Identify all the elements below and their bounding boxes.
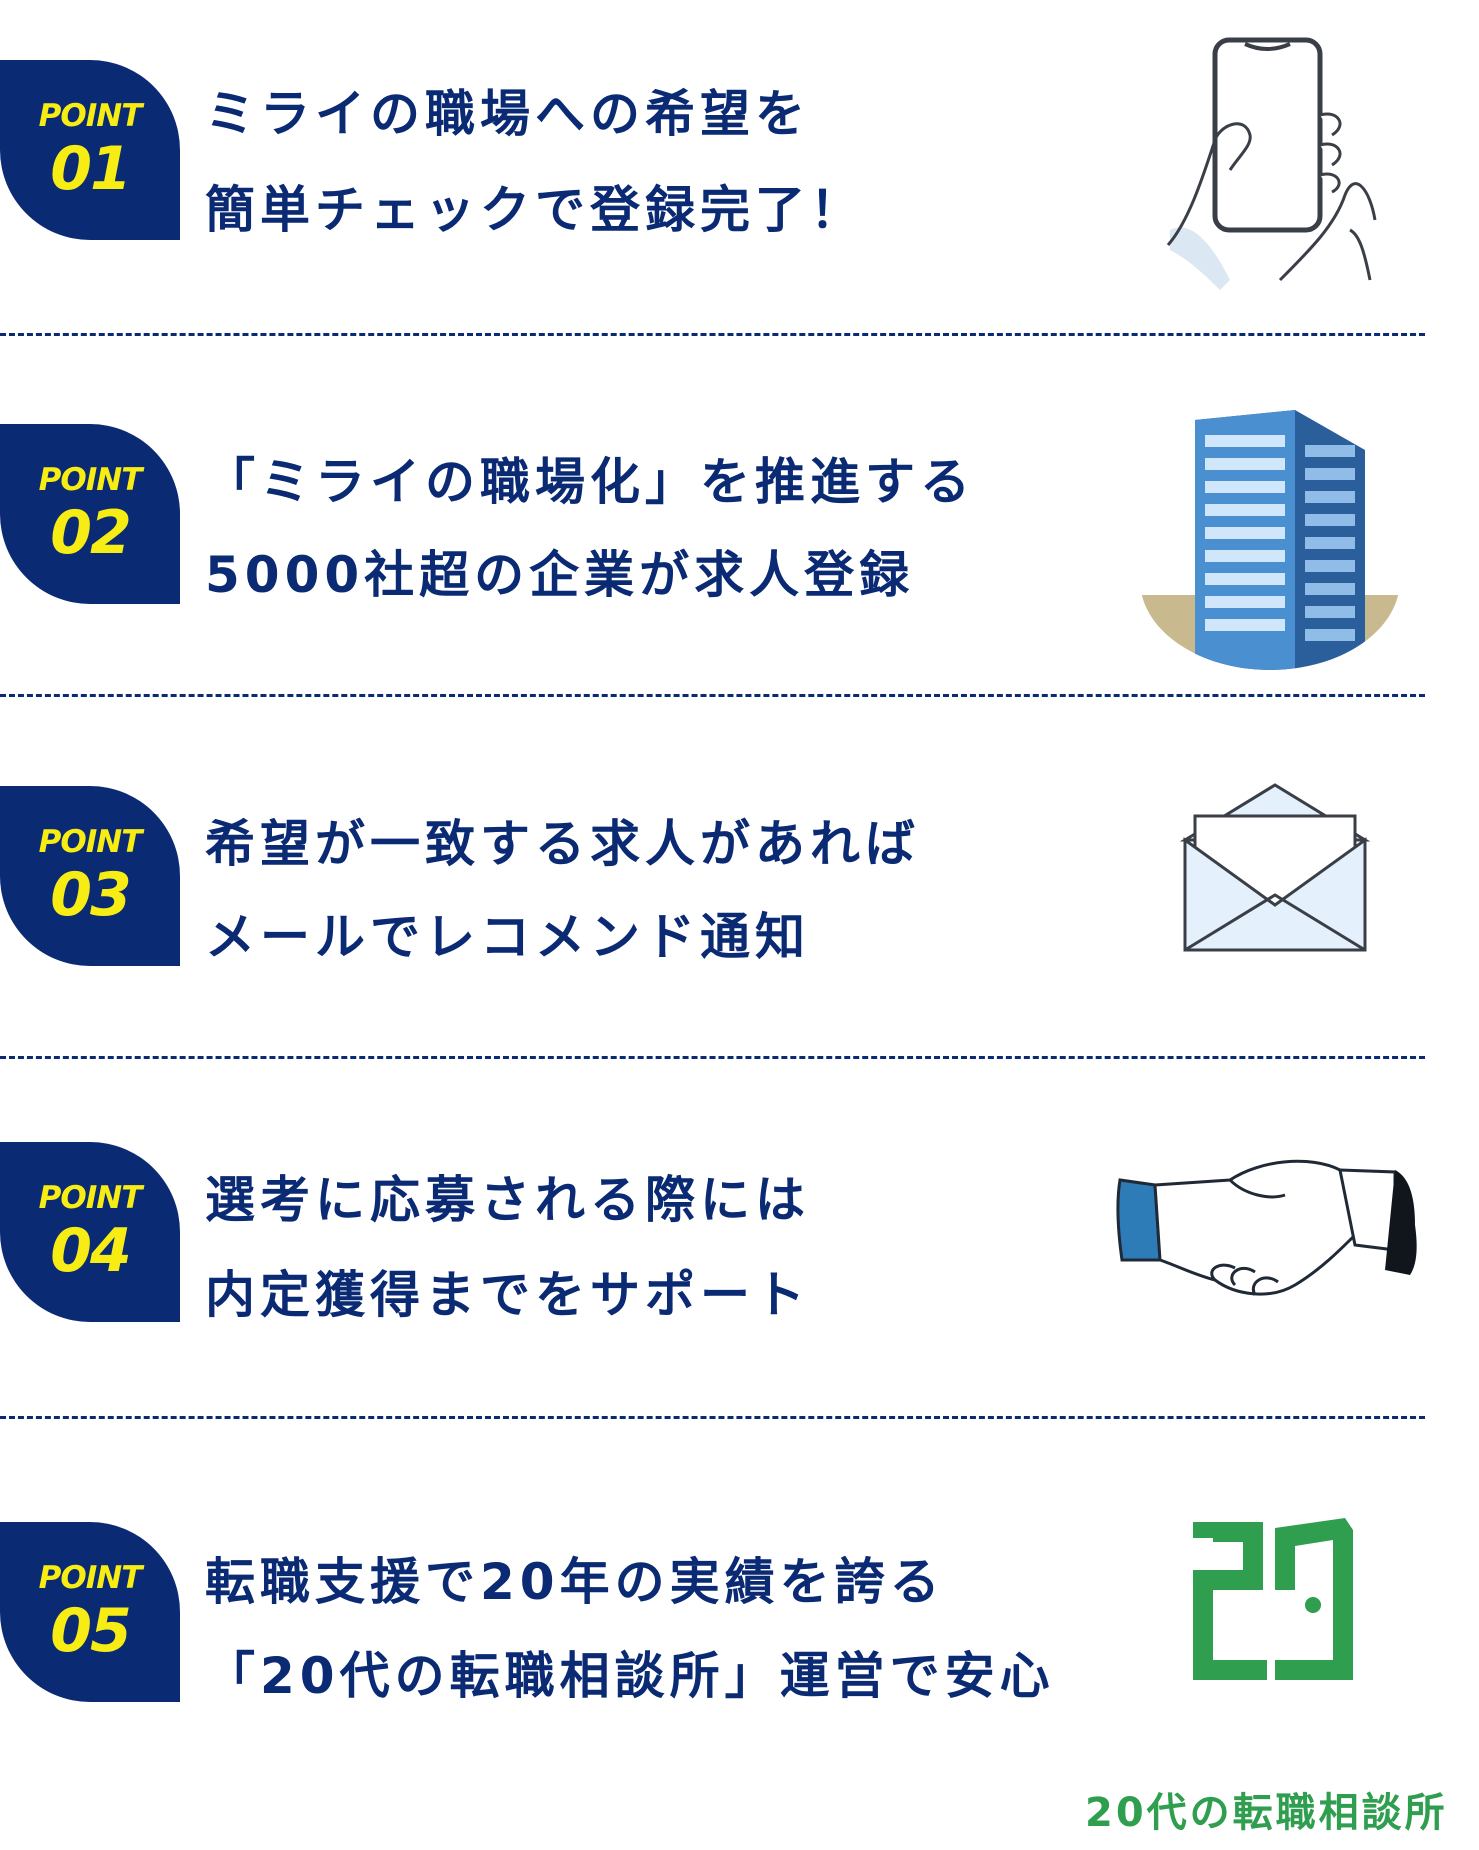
point-badge: POINT 04 — [0, 1142, 180, 1322]
point-section-05: POINT 05 転職支援で20年の実績を誇る 「20代の転職相談所」運営で安心 — [0, 1490, 1479, 1850]
point-badge-label: POINT — [38, 1560, 143, 1596]
point-section-01: POINT 01 ミライの職場への希望を 簡単チェックで登録完了！ — [0, 37, 1479, 410]
point-text-line1: 選考に応募される際には — [205, 1171, 810, 1229]
point-badge: POINT 05 — [0, 1522, 180, 1702]
point-badge: POINT 01 — [0, 60, 180, 240]
section-divider — [0, 333, 1425, 336]
point-badge: POINT 03 — [0, 786, 180, 966]
section-divider — [0, 1056, 1425, 1059]
point-text-line2: 5000社超の企業が求人登録 — [205, 546, 915, 604]
point-text-line2: 「20代の転職相談所」運営で安心 — [205, 1647, 1055, 1705]
point-badge-label: POINT — [38, 824, 143, 860]
smartphone-hand-icon — [1166, 37, 1377, 290]
20-logo-icon — [1193, 1518, 1353, 1680]
section-divider — [0, 1416, 1425, 1419]
point-text-line2: 内定獲得までをサポート — [205, 1266, 810, 1324]
point-badge-label: POINT — [38, 98, 143, 134]
point-number: 01 — [50, 134, 132, 204]
point-text-line2: メールでレコメンド通知 — [205, 908, 810, 966]
point-text-line1: 転職支援で20年の実績を誇る — [205, 1553, 945, 1611]
point-number: 03 — [50, 860, 132, 930]
point-badge: POINT 02 — [0, 424, 180, 604]
point-badge-label: POINT — [38, 1180, 143, 1216]
envelope-icon — [1180, 783, 1370, 952]
point-number: 02 — [50, 498, 132, 568]
point-text-line2: 簡単チェックで登録完了！ — [205, 181, 865, 239]
point-section-04: POINT 04 選考に応募される際には 内定獲得までをサポート — [0, 1130, 1479, 1490]
point-section-03: POINT 03 希望が一致する求人があれば メールでレコメンド通知 — [0, 770, 1479, 1130]
office-building-icon — [1140, 410, 1400, 670]
point-badge-label: POINT — [38, 462, 143, 498]
section-divider — [0, 694, 1425, 697]
point-number: 05 — [50, 1596, 132, 1666]
footer-brand-logo: 20代の転職相談所 — [1085, 1790, 1448, 1836]
point-section-02: POINT 02 「ミライの職場化」を推進する 5000社超の企業が求人登録 — [0, 410, 1479, 770]
point-text-line1: 「ミライの職場化」を推進する — [205, 453, 975, 511]
handshake-icon — [1116, 1159, 1417, 1296]
point-text-line1: 希望が一致する求人があれば — [205, 815, 920, 873]
point-text-line1: ミライの職場への希望を — [205, 85, 810, 143]
point-number: 04 — [50, 1216, 132, 1286]
